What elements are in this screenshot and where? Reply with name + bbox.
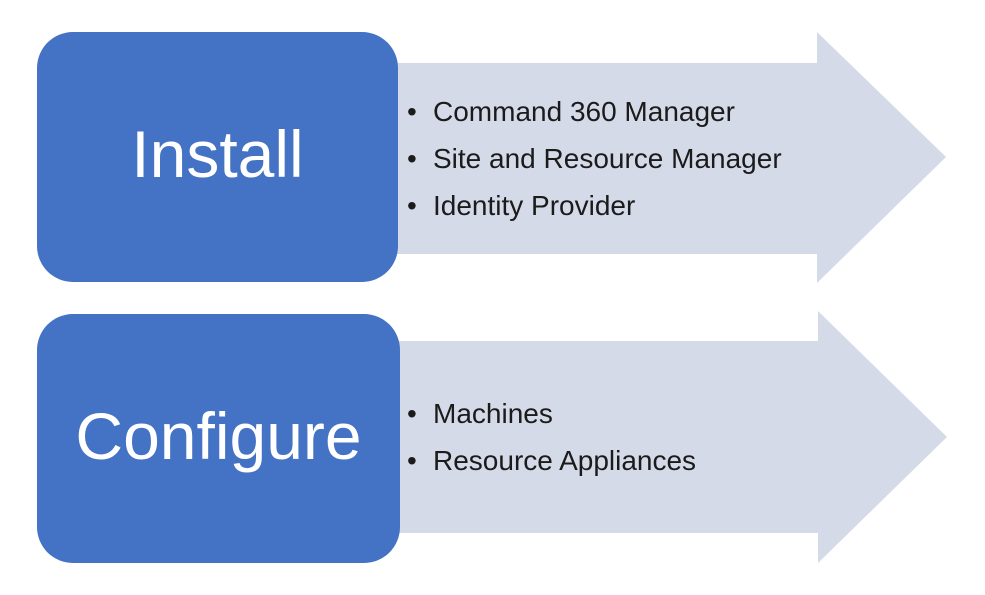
right-arrow-shape xyxy=(390,311,947,563)
bullet-icon: • xyxy=(407,96,417,127)
configure-bullet-list: • Machines • Resource Appliances xyxy=(404,341,824,533)
bullet-icon: • xyxy=(407,143,417,174)
right-arrow-shape xyxy=(390,32,946,283)
list-item: • Site and Resource Manager xyxy=(404,135,824,182)
list-item: • Command 360 Manager xyxy=(404,88,824,135)
list-item: • Machines xyxy=(404,390,824,437)
list-item-label: Command 360 Manager xyxy=(433,96,735,127)
list-item: • Resource Appliances xyxy=(404,437,824,484)
install-step-box: Install xyxy=(37,32,398,282)
list-item-label: Site and Resource Manager xyxy=(433,143,782,174)
bullet-icon: • xyxy=(407,190,417,221)
configure-step-box: Configure xyxy=(37,314,400,563)
list-item: • Identity Provider xyxy=(404,182,824,229)
bullet-icon: • xyxy=(407,445,417,476)
list-item-label: Machines xyxy=(433,398,553,429)
bullet-icon: • xyxy=(407,398,417,429)
install-bullet-list: • Command 360 Manager • Site and Resourc… xyxy=(404,63,824,254)
step-label: Install xyxy=(131,117,304,191)
list-item-label: Identity Provider xyxy=(433,190,636,221)
list-item-label: Resource Appliances xyxy=(433,445,697,476)
install-arrow xyxy=(390,32,946,283)
configure-arrow xyxy=(390,311,947,563)
step-label: Configure xyxy=(75,398,362,473)
